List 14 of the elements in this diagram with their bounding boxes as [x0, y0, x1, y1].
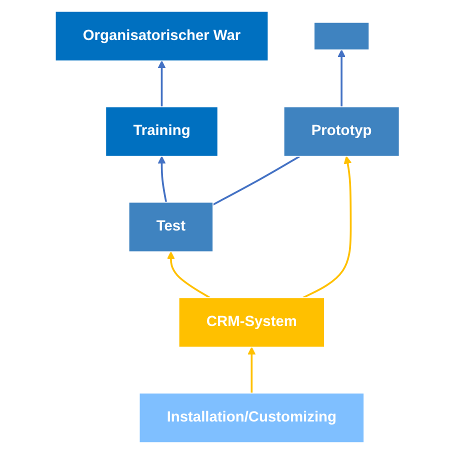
arrow — [157, 60, 166, 107]
node-box: Organisatorischer War — [54, 10, 268, 62]
node-box: Installation/Customizing — [138, 392, 364, 444]
arrow — [157, 156, 167, 202]
node-box: Test — [128, 202, 214, 252]
arrow — [337, 50, 346, 107]
connector — [212, 156, 300, 206]
node-box — [313, 22, 370, 50]
arrow — [302, 156, 352, 298]
node-box: Training — [104, 106, 218, 157]
arrow — [247, 346, 256, 394]
node-box: CRM-System — [178, 297, 325, 348]
arrow — [166, 251, 210, 298]
node-box: Prototyp — [283, 106, 400, 157]
